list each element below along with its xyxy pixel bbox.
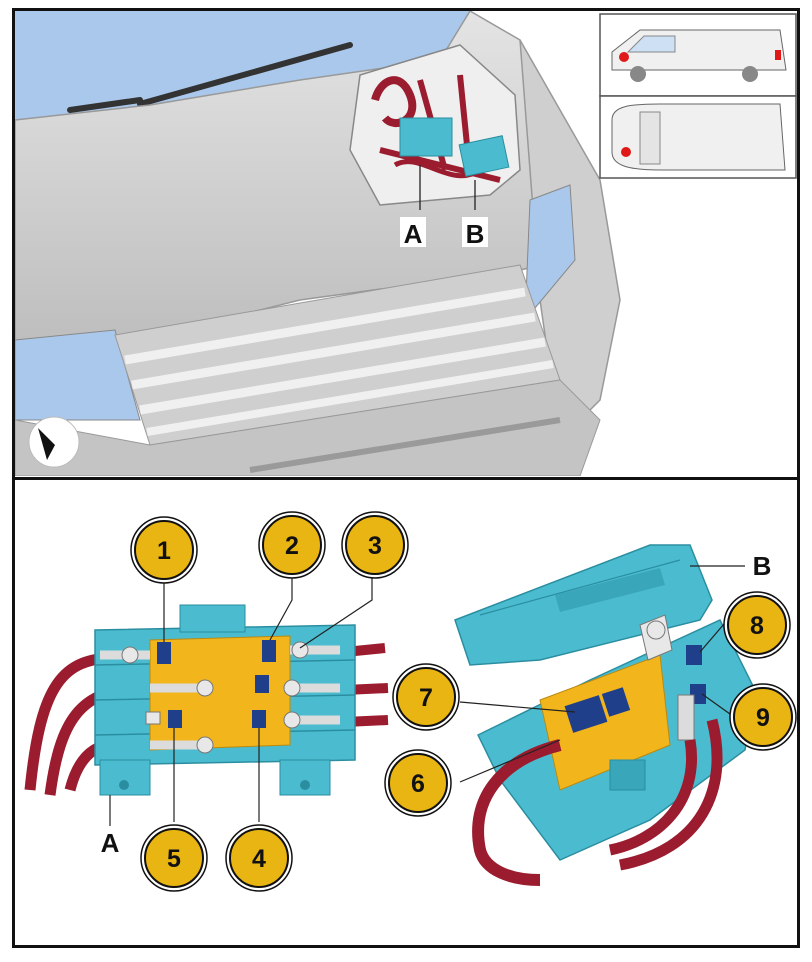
wiper-blades <box>67 42 353 113</box>
fuse-box-b <box>458 135 510 177</box>
component-label-b: B <box>753 551 772 581</box>
fuse-7 <box>564 695 608 733</box>
callout-8: 8 <box>723 591 791 659</box>
callout-7: 7 <box>392 663 460 731</box>
leader-lines-b <box>459 565 745 783</box>
engine-bay-cutaway <box>349 44 521 210</box>
vehicle-front-illustration: A B <box>15 11 797 476</box>
callout-1: 1 <box>130 516 198 584</box>
fuse-4 <box>252 710 266 728</box>
fuse-1 <box>157 642 171 664</box>
location-label-a: A <box>404 219 423 249</box>
fuse-box-b-detail <box>454 544 756 886</box>
location-label-b: B <box>466 219 485 249</box>
callout-8-label: 8 <box>750 612 764 640</box>
headlight-right <box>524 184 576 322</box>
callout-1-label: 1 <box>157 537 171 565</box>
callout-5-label: 5 <box>167 845 181 873</box>
front-bumper <box>15 379 601 476</box>
callout-5: 5 <box>140 824 208 892</box>
panel-divider <box>12 477 800 480</box>
fuse-box-a-detail <box>24 604 389 796</box>
callout-4-label: 4 <box>252 845 266 873</box>
callout-9-label: 9 <box>756 704 770 732</box>
direction-arrow-icon <box>28 416 80 468</box>
inset-top-view <box>599 95 797 179</box>
fuse-box-a <box>399 117 453 157</box>
callout-7-label: 7 <box>419 684 433 712</box>
callout-3-label: 3 <box>368 532 382 560</box>
fuse-5 <box>168 710 182 728</box>
callout-4: 4 <box>225 824 293 892</box>
leader-lines-a <box>109 570 373 826</box>
callout-9: 9 <box>729 683 797 751</box>
callout-2: 2 <box>258 511 326 579</box>
windshield <box>15 11 470 120</box>
fuse-2 <box>262 640 276 662</box>
component-label-a: A <box>101 828 120 858</box>
callout-2-label: 2 <box>285 532 299 560</box>
headlight-left <box>15 329 141 421</box>
inset-side-view <box>599 13 797 97</box>
callout-3: 3 <box>341 511 409 579</box>
fuse-3 <box>255 675 269 693</box>
fuse-8 <box>686 645 702 665</box>
callout-6-label: 6 <box>411 770 425 798</box>
grille <box>114 264 561 446</box>
callout-6: 6 <box>384 749 452 817</box>
